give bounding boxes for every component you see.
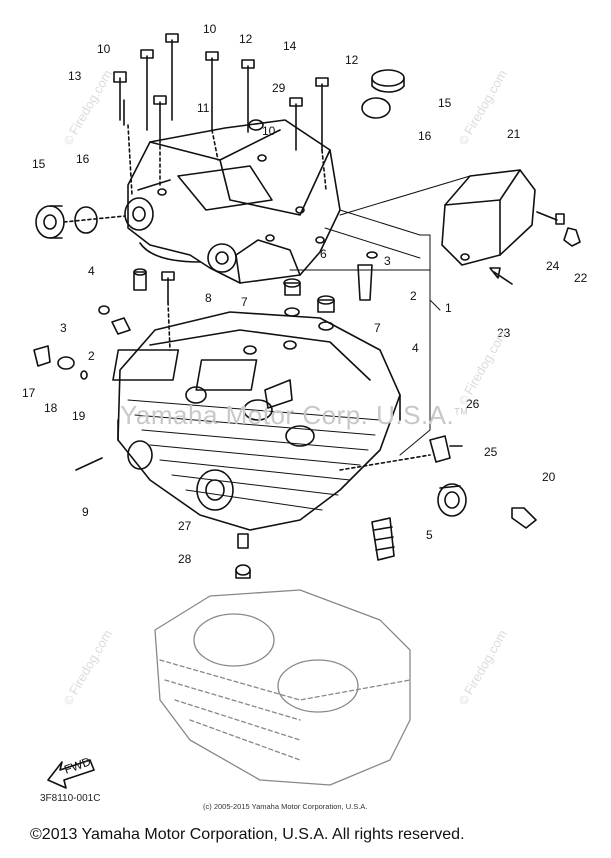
callout: 8 [205,291,212,305]
cylinder-block [154,589,411,786]
callout: 15 [32,157,46,171]
callout: 16 [76,152,90,166]
callout: 2 [88,349,95,363]
callout: 21 [507,127,521,141]
callout: 24 [546,259,560,273]
callout: 1 [445,301,452,315]
callout: 7 [241,295,248,309]
callout: 6 [320,247,327,261]
part-code: 3F8110-001C [40,793,101,804]
callout: 10 [203,22,217,36]
side-cover [441,169,536,266]
callout: 17 [22,386,36,400]
cylinder-head-cover [124,119,341,284]
footer-copyright: ©2013 Yamaha Motor Corporation, U.S.A. A… [30,826,465,843]
callout: 4 [88,264,95,278]
callout: 27 [178,519,192,533]
callout: 20 [542,470,556,484]
callout: 18 [44,401,58,415]
callout: 28 [178,552,192,566]
callout: 29 [272,81,286,95]
callout: 10 [262,124,276,138]
callout: 4 [412,341,419,355]
side-cap-and-oring [35,205,126,239]
callout: 26 [466,397,480,411]
small-copyright: (c) 2005-2015 Yamaha Motor Corporation, … [203,802,368,811]
callout: 9 [82,505,89,519]
callout: 13 [68,69,82,83]
callout: 5 [426,528,433,542]
callout: 3 [60,321,67,335]
right-side-parts [235,435,537,579]
callout: 14 [283,39,297,53]
cover-bolts [113,33,329,196]
callout: 11 [197,101,210,115]
callout: 12 [345,53,359,67]
callout: 15 [438,96,452,110]
callout: 23 [497,326,511,340]
callout: 10 [97,42,111,56]
cylinder-head [112,311,401,531]
callout: 3 [384,254,391,268]
callout-numbers: 10 10 12 14 12 13 11 29 10 15 16 15 16 2… [22,22,588,566]
callout: 25 [484,445,498,459]
callout: 19 [72,409,86,423]
callout: 2 [410,289,417,303]
head-small-parts [33,251,378,471]
callout: 16 [418,129,432,143]
callout: 22 [574,271,588,285]
leader-lines [289,175,471,456]
center-watermark: Yamaha Motor Corp. U.S.A.TM [120,400,469,430]
side-cover-fasteners [489,211,581,285]
top-cap-and-oring [361,69,405,119]
callout: 12 [239,32,253,46]
forward-arrow-icon [47,759,95,789]
callout: 7 [374,321,381,335]
